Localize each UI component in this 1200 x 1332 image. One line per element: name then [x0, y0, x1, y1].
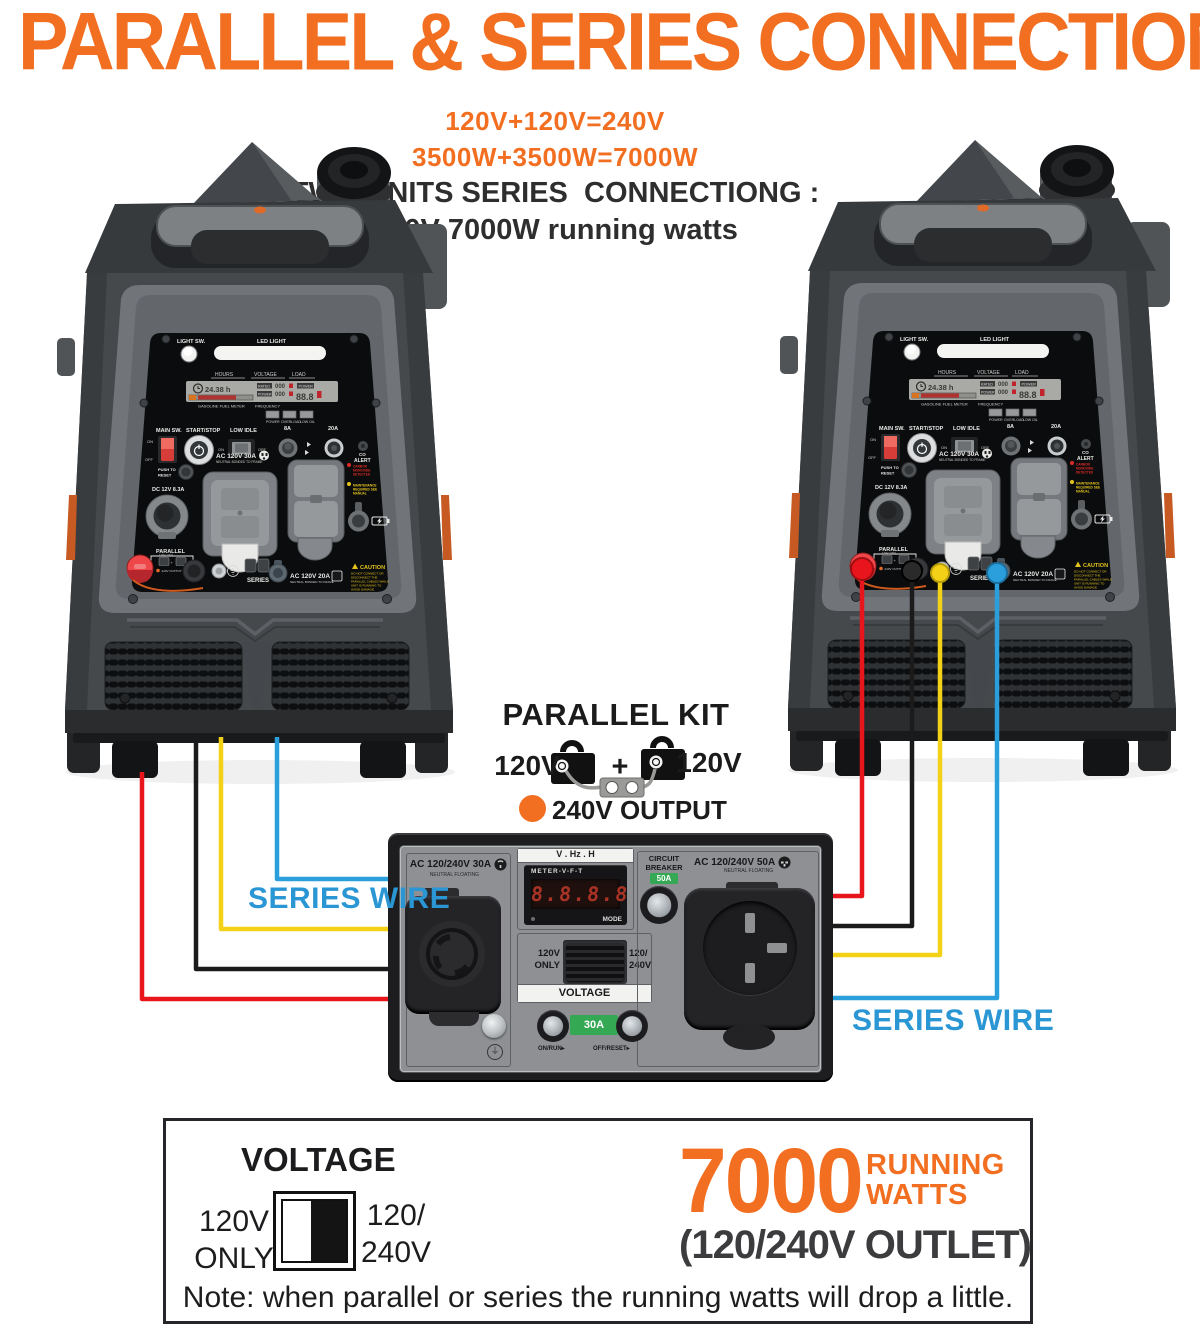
kit-30a-section: AC 120/240V 30A NEUTRAL FLOATING: [405, 853, 511, 1067]
parallel-kit-left-voltage: 120V: [494, 750, 560, 781]
parallel-kit-title: PARALLEL KIT: [502, 697, 730, 732]
kit-meter-section: V . Hz . H METER-V-F-T 8.8.8.8 MODE: [517, 848, 634, 930]
page-title: PARALLEL & SERIES CONNECTION: [18, 0, 1200, 88]
voltage-strip-label: VOLTAGE: [518, 984, 651, 1002]
generator-left: [55, 140, 457, 786]
ground-symbol-icon: ⏚: [487, 1044, 503, 1060]
voltage-switch: [563, 940, 627, 984]
formula-volts: 120V+120V=240V: [445, 106, 665, 136]
outlet-30a-cover: [405, 896, 501, 1014]
series-wire-label-left: SERIES WIRE: [248, 882, 451, 915]
voltage-right-2: 240V: [629, 959, 652, 971]
breaker-50a-button: [640, 886, 678, 924]
series-wire-label-right: SERIES WIRE: [852, 1004, 1055, 1037]
ground-bolt: [482, 1014, 506, 1038]
off-reset-label: OFF/RESET▸: [593, 1046, 630, 1052]
meter-brand: METER-V-F-T: [531, 868, 584, 875]
kit-50a-section: CIRCUIT BREAKER 50A AC 120/240V 50A NEUT…: [637, 851, 819, 1067]
meter-display: METER-V-F-T 8.8.8.8 MODE: [524, 865, 631, 925]
formula-watts: 3500W+3500W=7000W: [411, 142, 698, 172]
outlet-50a: [684, 888, 815, 1030]
parallel-kit-panel: AC 120/240V 30A NEUTRAL FLOATING: [388, 833, 833, 1082]
kit-off-button: [616, 1010, 648, 1042]
running-label: RUNNING: [866, 1149, 1005, 1181]
kit-30a-rating-tag: 30A: [570, 1015, 618, 1035]
twistlock-icon: [494, 858, 507, 871]
running-watts-value: 7000: [679, 1130, 864, 1232]
voltage-switch-diagram: [273, 1191, 356, 1271]
kit-on-button: [537, 1010, 569, 1042]
meter-digits: 8.8.8.8: [529, 882, 631, 906]
kit-50a-sub: NEUTRAL FLOATING: [724, 868, 774, 874]
parallel-kit-right-voltage: 120V: [676, 747, 742, 778]
plus-sign: +: [611, 751, 629, 783]
on-run-label: ON/RUN▸: [538, 1046, 565, 1052]
voltage-120v-only-label: 120V ONLY: [194, 1205, 274, 1275]
kit-30a-sub: NEUTRAL FLOATING: [429, 872, 479, 878]
arrow-icon: ▸: [626, 1046, 630, 1052]
generator-right: [778, 138, 1180, 784]
meter-header: V . Hz . H: [518, 849, 633, 863]
series-wires-right: [805, 574, 1000, 1001]
series-wires-left: [139, 737, 420, 1002]
kit-30a-label: AC 120/240V 30A: [409, 859, 492, 870]
output-dot-icon: [519, 795, 546, 822]
voltage-right-1: 120/: [629, 948, 648, 959]
breaker-rating-tag: 50A: [650, 873, 678, 884]
footnote: Note: when parallel or series the runnin…: [182, 1281, 1014, 1314]
kit-panel-faceplate: AC 120/240V 30A NEUTRAL FLOATING: [400, 846, 821, 1072]
wire-plugs: [850, 557, 1008, 584]
kit-voltage-section: 120V ONLY 120/ 240V VOLTAGE: [517, 933, 652, 1003]
switch-black-half: [311, 1201, 346, 1261]
meter-mode-label: MODE: [602, 916, 623, 923]
voltage-title: VOLTAGE: [241, 1141, 396, 1178]
outlet30-latch: [429, 1012, 479, 1026]
voltage-left-2: ONLY: [534, 959, 560, 971]
kit-50a-label: AC 120/240V 50A: [694, 857, 776, 868]
arrow-icon: ▸: [561, 1046, 565, 1052]
outlet50-icon: [778, 856, 791, 869]
breaker-label-1: CIRCUIT: [648, 854, 680, 863]
watts-label: WATTS: [866, 1179, 968, 1211]
voltage-info-box: VOLTAGE 120V ONLY 120/ 240V 7000 RUNNING…: [163, 1118, 1033, 1324]
breaker-label-2: BREAKER: [645, 862, 683, 872]
outlet-note: (120/240V OUTLET): [679, 1223, 1032, 1267]
parallel-kit-output-label: 240V OUTPUT: [552, 795, 727, 825]
switch-white-half: [283, 1201, 311, 1261]
voltage-left-1: 120V: [537, 948, 560, 959]
voltage-120-240v-label: 120/ 240V: [360, 1199, 432, 1269]
parallel-kit-pictogram: [551, 736, 685, 798]
outlet50-latch: [723, 1024, 775, 1050]
